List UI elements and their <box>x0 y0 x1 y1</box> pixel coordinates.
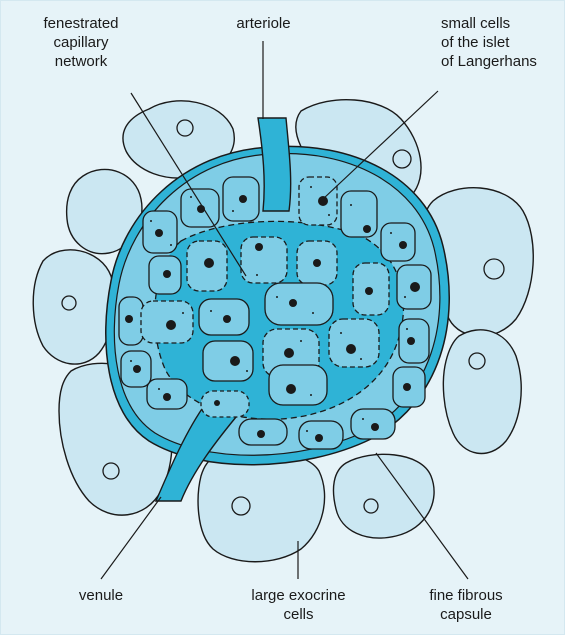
label-small-cells: small cells of the islet of Langerhans <box>441 14 556 71</box>
exocrine-cell-bottom <box>198 451 324 562</box>
label-fenestrated-capillary-network: fenestrated capillary network <box>31 14 131 71</box>
exocrine-cell-lower-right <box>333 454 434 538</box>
label-arteriole: arteriole <box>216 14 311 33</box>
label-large-exocrine-cells: large exocrine cells <box>226 586 371 624</box>
label-venule: venule <box>66 586 136 605</box>
exocrine-cell-right <box>443 330 521 454</box>
label-fine-fibrous-capsule: fine fibrous capsule <box>411 586 521 624</box>
